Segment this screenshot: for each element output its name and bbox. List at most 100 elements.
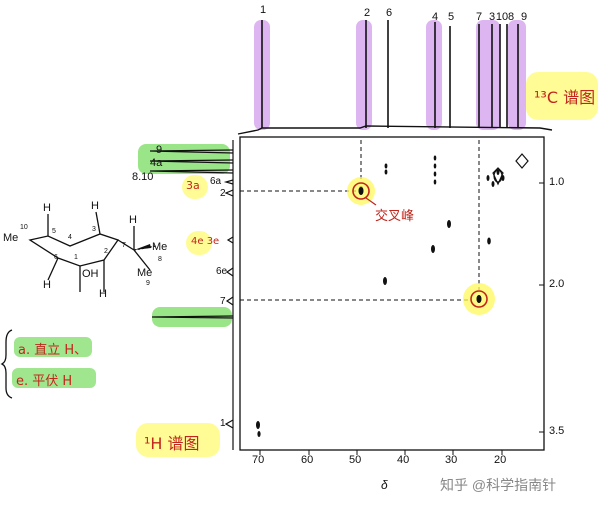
- h7-peak: [225, 296, 234, 306]
- carbon-spectrum-label: ¹³C 谱图: [534, 88, 596, 107]
- contour-c10-h10: [492, 167, 504, 186]
- proton-peak-highlights: [12, 144, 232, 388]
- notes-a-highlight: [14, 337, 92, 357]
- notes-brace: [0, 329, 13, 399]
- cross-peak-c6-h6a: [384, 163, 388, 169]
- h2-peak: [224, 189, 234, 197]
- x-tick-70: 70: [252, 454, 265, 466]
- cross-peak-c4-h4e: [431, 245, 435, 253]
- cross-peak-ring-c7h7: [470, 290, 488, 308]
- mol-n10: 10: [20, 224, 28, 231]
- c4-highlight: [426, 20, 442, 130]
- note-equatorial: e. 平伏 H: [16, 374, 73, 389]
- cross-peak-c1-h1a: [256, 421, 260, 429]
- plot-frame: [239, 136, 545, 451]
- cross-peak-c4-a: [433, 155, 437, 161]
- mol-h-top-right: H: [129, 214, 137, 226]
- mol-n7: 7: [122, 242, 126, 249]
- mol-n2: 2: [104, 248, 108, 255]
- cross-peak-c3-a: [486, 175, 490, 181]
- cross-peak-c10: [491, 181, 495, 187]
- y-axis-ticks: [539, 182, 544, 433]
- mol-oh: OH: [82, 268, 99, 280]
- carbon-peak-label-6: 6: [385, 7, 393, 19]
- contour-c9-h9: [515, 153, 529, 169]
- cross-peak-label-pointer: [365, 197, 377, 206]
- proton-label-810: 8.10: [132, 171, 154, 183]
- cross-peak-c2-h2-mark: [358, 187, 364, 195]
- x-tick-30: 30: [445, 454, 458, 466]
- h4e3e-highlight: [186, 231, 212, 255]
- h6e-peak: [225, 267, 234, 277]
- cross-peak-c3-h3e: [487, 237, 491, 245]
- carbon-label-highlight: [526, 72, 598, 120]
- carbon-peak-label-8: 8: [507, 11, 515, 23]
- proton-label-7: 7: [220, 296, 226, 307]
- x-tick-50: 50: [349, 454, 362, 466]
- cross-peak-c6-h6e: [383, 277, 387, 285]
- h810-peak: [149, 169, 234, 174]
- cross-peak-c4-c: [433, 171, 437, 177]
- proton-label-4e3e: 4e 3e: [191, 236, 220, 247]
- proton-label-1: 1: [220, 418, 226, 429]
- carbon-peak-label-7: 7: [475, 11, 483, 23]
- proton-label-6a: 6a: [210, 176, 222, 187]
- mol-me-right-top: Me: [152, 241, 168, 253]
- watermark: 知乎 @科学指南针: [440, 477, 557, 493]
- carbon-peak-label-9: 9: [520, 11, 528, 23]
- carbon-peak-label-4: 4: [431, 11, 439, 23]
- x-axis-ticks: [259, 450, 503, 455]
- proton-label-6e: 6e: [216, 266, 228, 277]
- proton-label-highlight: [136, 423, 220, 457]
- proton-spectrum: [149, 140, 234, 450]
- h6a-peak: [223, 179, 234, 185]
- mol-n3: 3: [92, 226, 96, 233]
- carbon-baseline: [237, 125, 553, 135]
- carbon-peak-label-2: 2: [363, 7, 371, 19]
- notes-e-highlight: [12, 368, 96, 388]
- cross-peak-c4-d: [433, 179, 437, 185]
- stereo-wedge: [134, 244, 151, 250]
- carbon-peak-label-3: 3: [488, 11, 496, 23]
- x-tick-40: 40: [397, 454, 410, 466]
- cross-peak-ring-c2h2: [352, 182, 370, 200]
- mol-n6: 6: [54, 254, 58, 261]
- carbon-peak-label-1: 1: [259, 4, 267, 16]
- x-tick-60: 60: [301, 454, 314, 466]
- menthol-structure: [28, 211, 157, 292]
- proton-spectrum-label: ¹H 谱图: [144, 434, 200, 453]
- h4e-peak: [226, 236, 234, 244]
- proton-label-9: 9: [156, 144, 163, 156]
- h4a-peak: [149, 159, 234, 164]
- c7-3-highlight: [476, 20, 500, 130]
- mol-h-bottom-left: H: [43, 279, 51, 291]
- mol-n4: 4: [68, 234, 72, 241]
- cross-peak-c6-h6a-b: [384, 169, 388, 175]
- contour-peaks: [492, 153, 529, 186]
- contour-c8-h8: [493, 169, 503, 183]
- carbon-peak-label-10: 10: [495, 11, 509, 23]
- cross-peak-label: 交叉峰: [375, 209, 415, 224]
- cross-peak-c4-b: [433, 163, 437, 169]
- cross-peak-c7-h7-mark: [476, 295, 482, 303]
- cross-peak-c5: [447, 220, 451, 228]
- mol-n8: 8: [158, 256, 162, 263]
- carbon-peak-highlights: [254, 20, 526, 130]
- guide-lines: [240, 140, 480, 301]
- y-tick-3-5: 3.5: [549, 425, 565, 437]
- y-tick-1-0: 1.0: [549, 176, 565, 188]
- mol-n5: 5: [52, 228, 56, 235]
- proton-label-2: 2: [220, 188, 226, 199]
- mol-me-left: Me: [3, 232, 19, 244]
- mol-n1: 1: [74, 254, 78, 261]
- mol-h-bottom-right: H: [99, 288, 107, 300]
- h9-peak: [149, 149, 234, 154]
- proton-label-4a: 4a: [150, 157, 163, 169]
- note-axial: a. 直立 H、: [18, 343, 88, 358]
- h3a-highlight: [182, 175, 208, 199]
- mol-n9: 9: [146, 280, 150, 287]
- x-tick-20: 20: [494, 454, 507, 466]
- mol-me-right-bottom: Me: [137, 267, 153, 279]
- x-axis-label: δ: [381, 478, 388, 492]
